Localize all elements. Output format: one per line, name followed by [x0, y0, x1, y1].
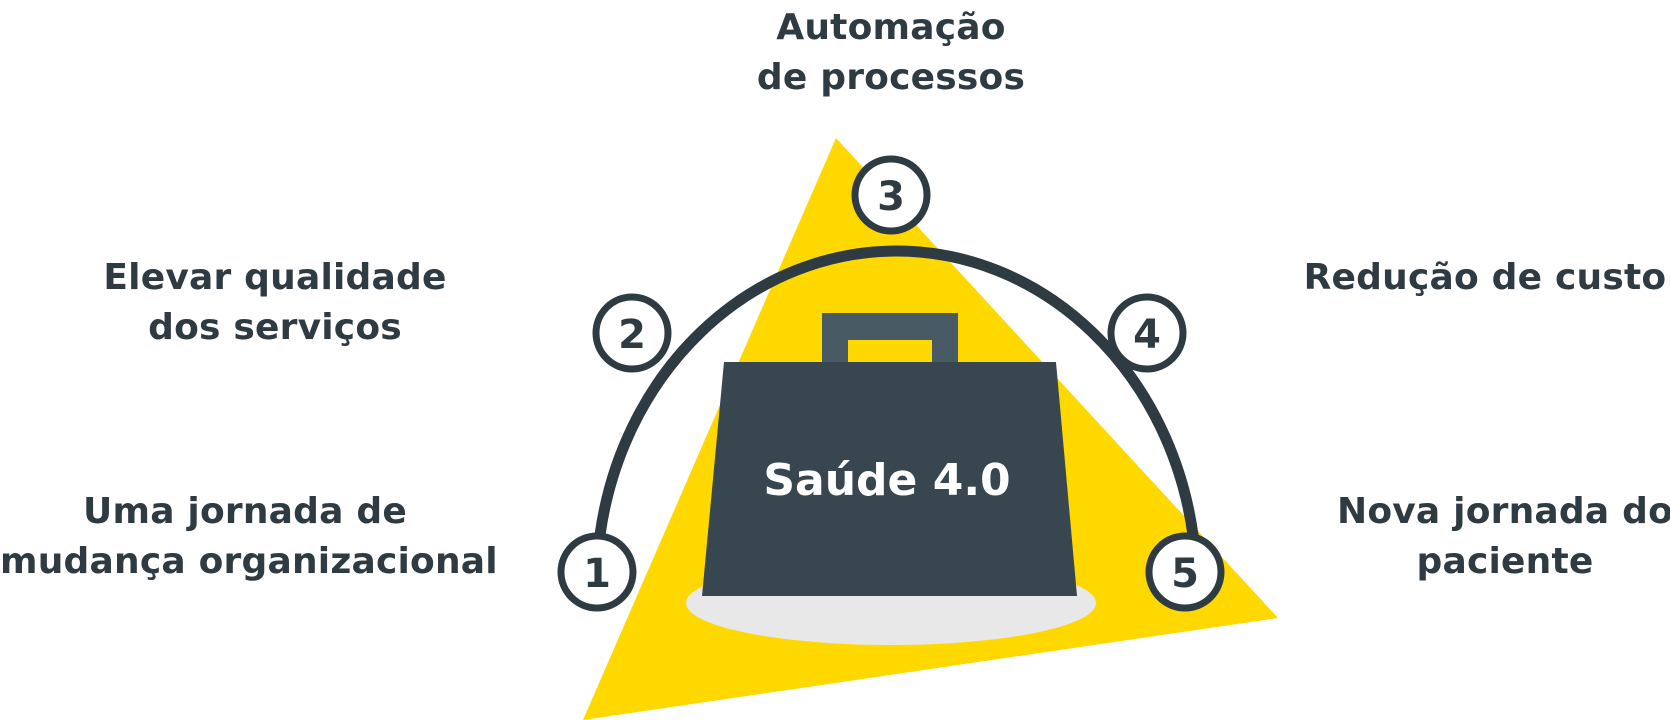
step-label-4: Redução de custo — [1300, 253, 1670, 303]
step-marker-3: 3 — [851, 155, 931, 235]
briefcase-icon — [702, 313, 1077, 596]
step-number-4: 4 — [1133, 312, 1161, 358]
step-label-2-line-1: Elevar qualidade — [103, 257, 447, 298]
step-number-5: 5 — [1171, 551, 1199, 597]
step-label-1-line-1: Uma jornada de — [83, 491, 407, 532]
step-label-3-line-2: de processos — [756, 57, 1026, 98]
step-label-3-line-1: Automação — [776, 7, 1006, 48]
step-marker-4: 4 — [1107, 293, 1187, 373]
center-title: Saúde 4.0 — [763, 455, 1010, 506]
step-label-2: Elevar qualidade dos serviços — [75, 253, 475, 353]
bag-handle — [822, 313, 958, 362]
step-label-5-line-1: Nova jornada do — [1337, 491, 1670, 532]
step-label-5-line-2: paciente — [1416, 541, 1594, 582]
step-number-2: 2 — [618, 312, 646, 358]
step-number-1: 1 — [583, 551, 611, 597]
step-label-1-line-2: mudança organizacional — [0, 541, 498, 582]
step-label-3: Automação de processos — [691, 3, 1091, 103]
step-marker-2: 2 — [592, 293, 672, 373]
connector-arc — [594, 245, 1199, 541]
step-label-4-line-1: Redução de custo — [1303, 257, 1667, 298]
step-label-2-line-2: dos serviços — [148, 307, 402, 348]
step-label-5: Nova jornada do paciente — [1325, 487, 1670, 587]
step-marker-1: 1 — [557, 532, 637, 612]
step-label-1: Uma jornada de mudança organizacional — [0, 487, 498, 587]
bag-body — [702, 362, 1077, 596]
step-number-3: 3 — [877, 174, 905, 220]
step-marker-5: 5 — [1145, 532, 1225, 612]
